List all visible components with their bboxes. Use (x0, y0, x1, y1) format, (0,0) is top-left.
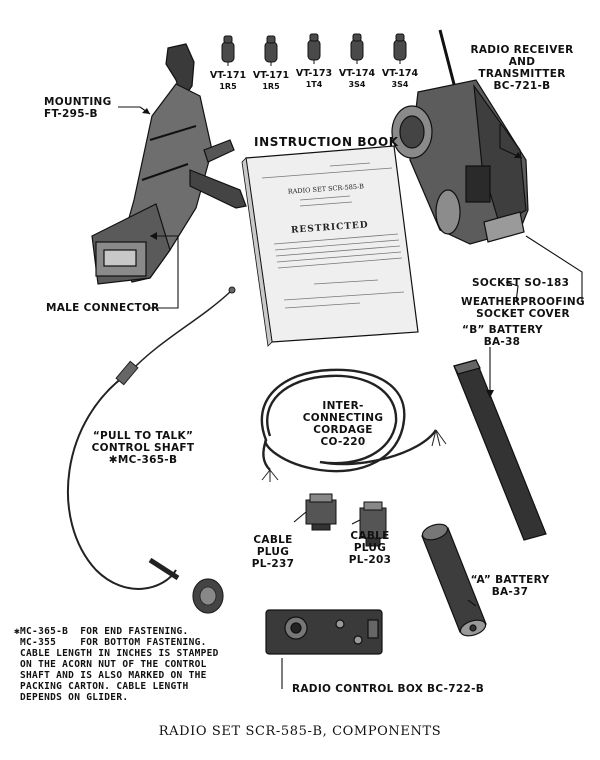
tube-1-code: 1R5 (219, 82, 237, 91)
label-instruction-book: INSTRUCTION BOOK (254, 135, 399, 149)
tube-1-type: VT-171 (209, 70, 247, 81)
leader-arrowheads (142, 108, 522, 398)
label-control-box: RADIO CONTROL BOX BC-722-B (292, 683, 485, 695)
tube-5-code: 3S4 (391, 80, 409, 89)
label-socket: SOCKET SO-183 (472, 277, 570, 289)
label-b-battery-line-1: “B” BATTERY (462, 324, 543, 336)
control-shaft-illustration (67, 286, 236, 614)
label-b-battery-line-2: BA-38 (483, 336, 521, 348)
tube-4-type: VT-174 (338, 68, 376, 79)
tube-1-icon (221, 35, 235, 66)
mounting-illustration (91, 43, 247, 285)
tube-4-icon (350, 33, 364, 64)
tube-5-icon (393, 33, 407, 64)
label-plug-203-line-3: PL-203 (348, 554, 392, 566)
tube-3-code: 1T4 (305, 80, 323, 89)
vacuum-tubes (221, 33, 407, 66)
label-plug-203: CABLE PLUG PL-203 (340, 530, 400, 566)
label-radio-rt-line-1: RADIO RECEIVER (470, 44, 574, 56)
b-battery-illustration (453, 359, 547, 541)
label-a-battery-line-2: BA-37 (491, 586, 529, 598)
label-cordage-line-1: INTER- (322, 400, 364, 412)
tube-2-code: 1R5 (262, 82, 280, 91)
label-pull-to-talk-line-1: “PULL TO TALK” (92, 430, 194, 442)
tube-label-3: VT-173 1T4 (294, 68, 334, 90)
label-pull-to-talk: “PULL TO TALK” CONTROL SHAFT ✱MC-365-B (78, 430, 208, 466)
label-mounting-line-1: MOUNTING (44, 96, 112, 108)
label-radio-rt-line-2: AND (508, 56, 536, 68)
cable-plug-pl-203-illustration (359, 501, 387, 547)
label-weatherproofing-line-2: SOCKET COVER (476, 308, 570, 320)
label-cordage: INTER- CONNECTING CORDAGE CO-220 (298, 400, 388, 448)
tube-3-icon (307, 33, 321, 64)
tube-4-code: 3S4 (348, 80, 366, 89)
label-a-battery: “A” BATTERY BA-37 (470, 574, 550, 598)
tube-label-5: VT-174 3S4 (380, 68, 420, 90)
tube-label-4: VT-174 3S4 (337, 68, 377, 90)
label-plug-237: CABLE PLUG PL-237 (248, 534, 298, 570)
label-plug-203-line-2: PLUG (353, 542, 387, 554)
label-b-battery: “B” BATTERY BA-38 (462, 324, 543, 348)
tube-2-icon (264, 35, 278, 66)
radio-receiver-transmitter-illustration (391, 29, 529, 245)
label-weatherproofing: WEATHERPROOFING SOCKET COVER (448, 296, 598, 320)
tube-5-type: VT-174 (381, 68, 419, 79)
label-a-battery-line-1: “A” BATTERY (470, 574, 550, 586)
cable-plug-pl-237-illustration (305, 493, 337, 531)
label-pull-to-talk-line-3: ✱MC-365-B (108, 454, 178, 466)
tube-label-2: VT-171 1R5 (251, 70, 291, 92)
label-pull-to-talk-line-2: CONTROL SHAFT (91, 442, 195, 454)
label-mounting-line-2: FT-295-B (44, 108, 98, 120)
label-weatherproofing-line-1: WEATHERPROOFING (461, 296, 585, 308)
label-plug-237-line-1: CABLE (253, 534, 293, 546)
label-cordage-line-3: CORDAGE (313, 424, 373, 436)
cordage-illustration (260, 368, 447, 482)
radio-control-box-illustration (265, 609, 383, 655)
label-plug-237-line-3: PL-237 (251, 558, 295, 570)
leader-lines (118, 106, 583, 689)
label-plug-237-line-2: PLUG (256, 546, 290, 558)
label-radio-rt-line-3: TRANSMITTER (478, 68, 566, 80)
footnote: ✱MC-365-B FOR END FASTENING. MC-355 FOR … (14, 626, 219, 703)
label-plug-203-line-1: CABLE (350, 530, 390, 542)
label-cordage-line-4: CO-220 (320, 436, 366, 448)
label-male-connector: MALE CONNECTOR (46, 302, 160, 314)
label-cordage-line-2: CONNECTING (302, 412, 384, 424)
a-battery-illustration (421, 523, 487, 637)
label-radio-rt: RADIO RECEIVER AND TRANSMITTER BC-721-B (462, 44, 582, 92)
tube-3-type: VT-173 (295, 68, 333, 79)
tube-label-1: VT-171 1R5 (208, 70, 248, 92)
label-mounting: MOUNTING FT-295-B (44, 96, 112, 120)
tube-2-type: VT-171 (252, 70, 290, 81)
instruction-book-illustration: RADIO SET SCR-585-B RESTRICTED (241, 145, 419, 347)
figure-caption: RADIO SET SCR-585-B, COMPONENTS (158, 724, 442, 739)
label-radio-rt-line-4: BC-721-B (493, 80, 551, 92)
